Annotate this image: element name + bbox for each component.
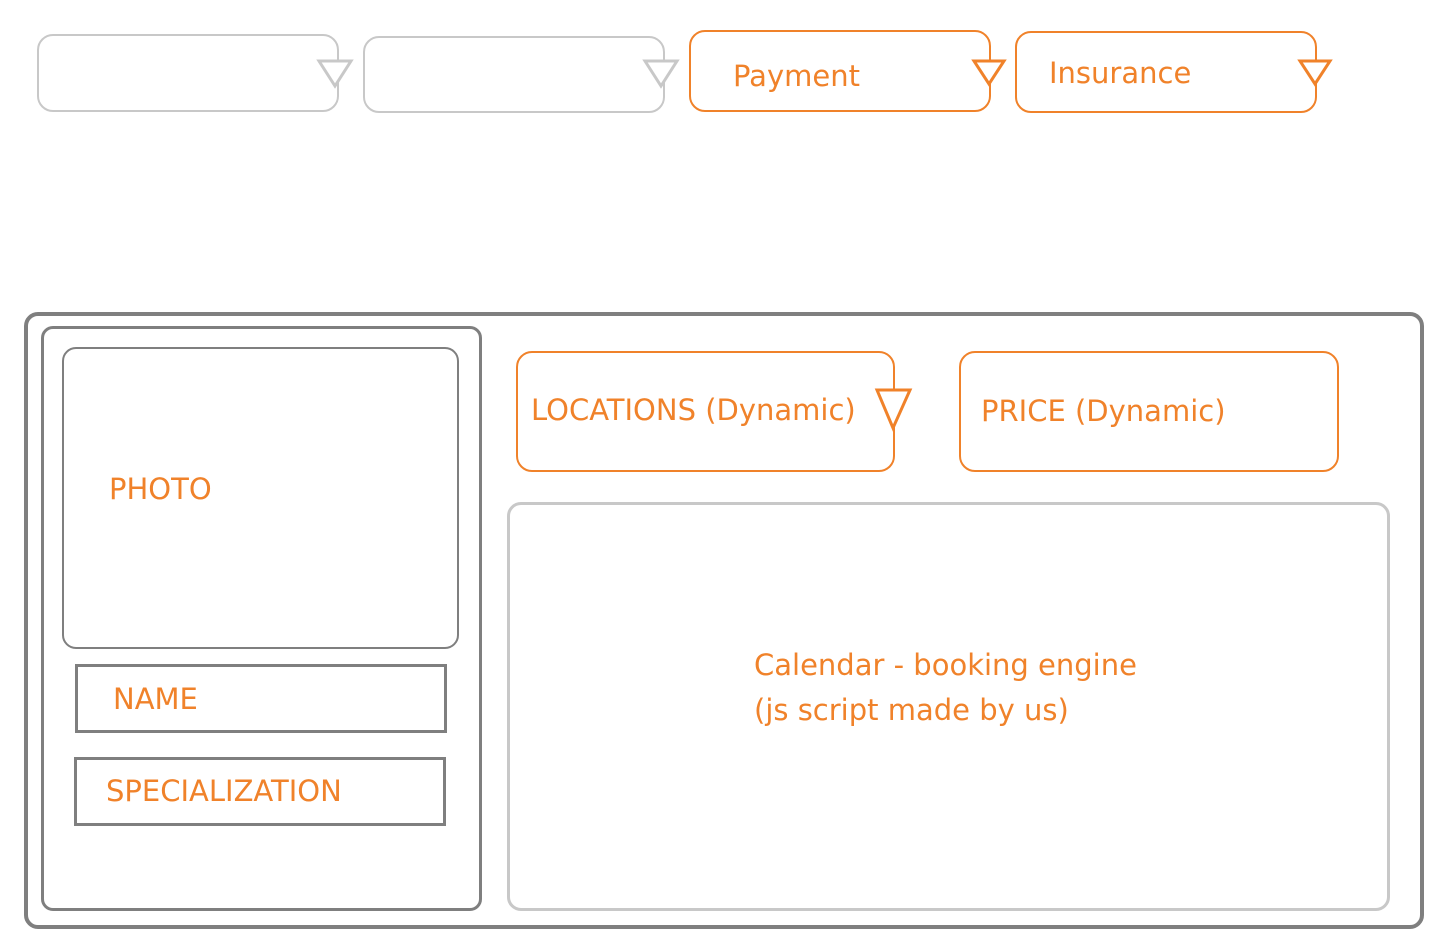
doctor-profile-panel (41, 326, 482, 911)
payment-dropdown[interactable]: Payment (689, 30, 991, 112)
calendar-line-2: (js script made by us) (754, 693, 1069, 727)
calendar-description: Calendar - booking engine (js script mad… (754, 643, 1137, 733)
filter-dropdown-2[interactable] (363, 36, 665, 113)
doctor-specialization-field (74, 757, 446, 826)
price-field (959, 351, 1339, 472)
locations-dropdown-arrow-icon[interactable] (874, 387, 916, 433)
photo-label: PHOTO (109, 472, 212, 506)
insurance-dropdown-label: Insurance (1049, 56, 1192, 90)
name-label: NAME (113, 682, 198, 716)
calendar-booking-engine[interactable] (507, 502, 1390, 911)
insurance-dropdown[interactable]: Insurance (1015, 31, 1317, 113)
payment-dropdown-arrow-icon[interactable] (971, 58, 1011, 90)
doctor-photo (62, 347, 459, 649)
doctor-card (24, 312, 1424, 929)
price-label: PRICE (Dynamic) (981, 394, 1226, 428)
insurance-dropdown-arrow-icon[interactable] (1297, 58, 1337, 90)
doctor-name-field (75, 664, 447, 733)
filter-dropdown-1-arrow-icon[interactable] (316, 58, 356, 90)
locations-label: LOCATIONS (Dynamic) (531, 393, 856, 427)
calendar-line-1: Calendar - booking engine (754, 648, 1137, 682)
filter-dropdown-2-arrow-icon[interactable] (642, 58, 682, 90)
filter-dropdown-1[interactable] (37, 34, 339, 112)
specialization-label: SPECIALIZATION (106, 774, 342, 808)
payment-dropdown-label: Payment (733, 59, 860, 93)
